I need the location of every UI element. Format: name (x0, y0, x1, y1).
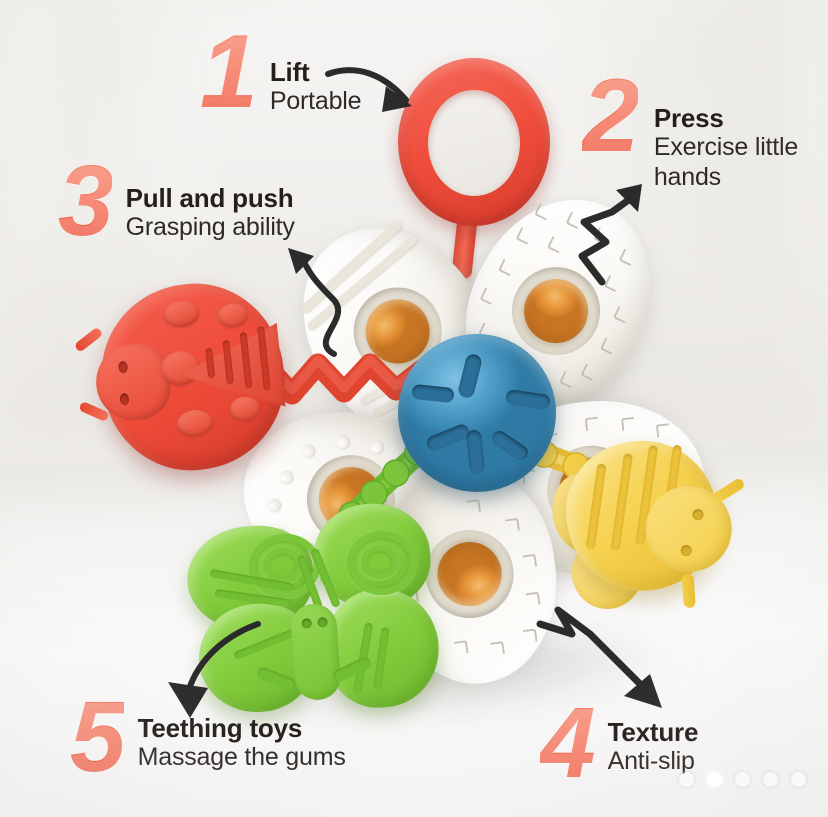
callout-title: Lift (270, 57, 362, 87)
callout-subtitle: Anti-slip (608, 747, 699, 777)
callout-subtitle: Exercise little hands (654, 133, 804, 192)
callout-title: Pull and push (126, 183, 295, 213)
callout-subtitle: Massage the gums (138, 743, 346, 773)
spinner-hub[interactable] (398, 334, 556, 492)
carousel-pagination[interactable] (679, 772, 806, 787)
callout-2-press: 2 Press Exercise little hands (582, 64, 804, 192)
callout-subtitle: Grasping ability (126, 213, 295, 243)
carousel-dot[interactable] (735, 772, 750, 787)
callout-1-lift: 1 Lift Portable (200, 20, 362, 125)
carousel-dot[interactable] (791, 772, 806, 787)
callout-3-pull-and-push: 3 Pull and push Grasping ability (58, 151, 295, 251)
carousel-dot[interactable] (763, 772, 778, 787)
callout-number: 1 (200, 20, 258, 125)
callout-4-texture: 4 Texture Anti-slip (540, 693, 699, 793)
callout-number: 3 (58, 151, 114, 251)
ring-hole (428, 90, 520, 196)
callout-subtitle: Portable (270, 87, 362, 117)
callout-title: Press (654, 103, 804, 133)
callout-5-teething-toys: 5 Teething toys Massage the gums (70, 687, 346, 787)
callout-title: Texture (608, 717, 699, 747)
lift-ring-handle (398, 58, 550, 226)
carousel-dot[interactable] (679, 772, 694, 787)
carousel-dot[interactable] (707, 772, 722, 787)
callout-number: 4 (540, 693, 596, 793)
callout-title: Teething toys (138, 713, 346, 743)
callout-number: 2 (582, 64, 640, 169)
callout-number: 5 (70, 687, 126, 787)
